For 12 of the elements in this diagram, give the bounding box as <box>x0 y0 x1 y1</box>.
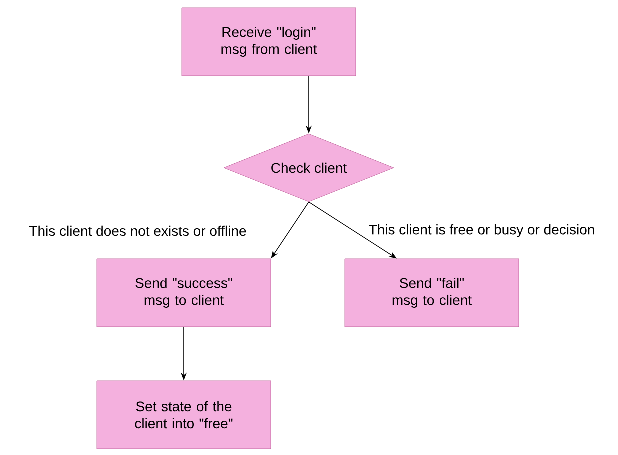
process-box <box>96 380 272 450</box>
edge-label: This client is free or busy or decision <box>368 223 596 239</box>
edge-label: This client does not exists or offline <box>28 224 248 238</box>
process-box <box>344 258 520 328</box>
process-box <box>96 258 272 328</box>
decision-diamond <box>224 134 394 202</box>
node-text: Receive "login" msg from client <box>222 26 318 58</box>
node-text: Set state of the client into "free" <box>135 401 233 429</box>
process-box <box>182 8 356 76</box>
node-text: Send "fail" msg to client <box>392 278 472 308</box>
node-text: Check client <box>272 162 347 174</box>
node-text: Send "success" msg to client <box>136 278 232 308</box>
